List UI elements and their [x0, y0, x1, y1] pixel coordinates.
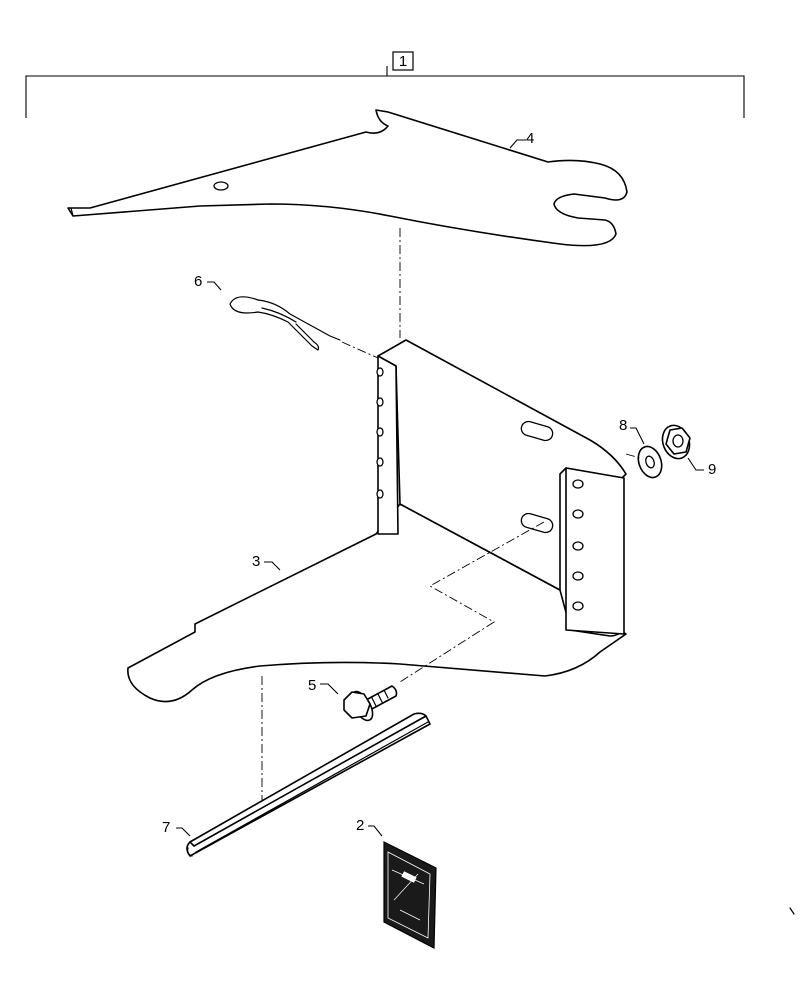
callout-2: 2: [356, 817, 364, 834]
callout-9: 9: [708, 461, 716, 478]
main-bracket-part-3: 3: [127, 339, 627, 800]
callout-7: 7: [162, 819, 170, 836]
top-plate-part-4: 4: [67, 109, 628, 338]
flange-bolt-part-5: 5: [308, 677, 398, 722]
flange-nut-part-9: 9: [661, 424, 716, 478]
callout-4: 4: [526, 130, 534, 147]
decal-sheet-part-2: 2: [356, 817, 437, 949]
assembly-bracket: 1: [25, 51, 745, 118]
callout-assembly: 1: [399, 53, 407, 70]
callout-8: 8: [619, 417, 627, 434]
callout-5: 5: [308, 677, 316, 694]
washer-part-8: 8: [619, 417, 663, 479]
corner-mark: [789, 907, 795, 915]
channel-strip-part-7: 7: [162, 712, 431, 857]
hairpin-clip-part-6: 6: [194, 273, 379, 359]
callout-3: 3: [252, 553, 260, 570]
callout-6: 6: [194, 273, 202, 290]
